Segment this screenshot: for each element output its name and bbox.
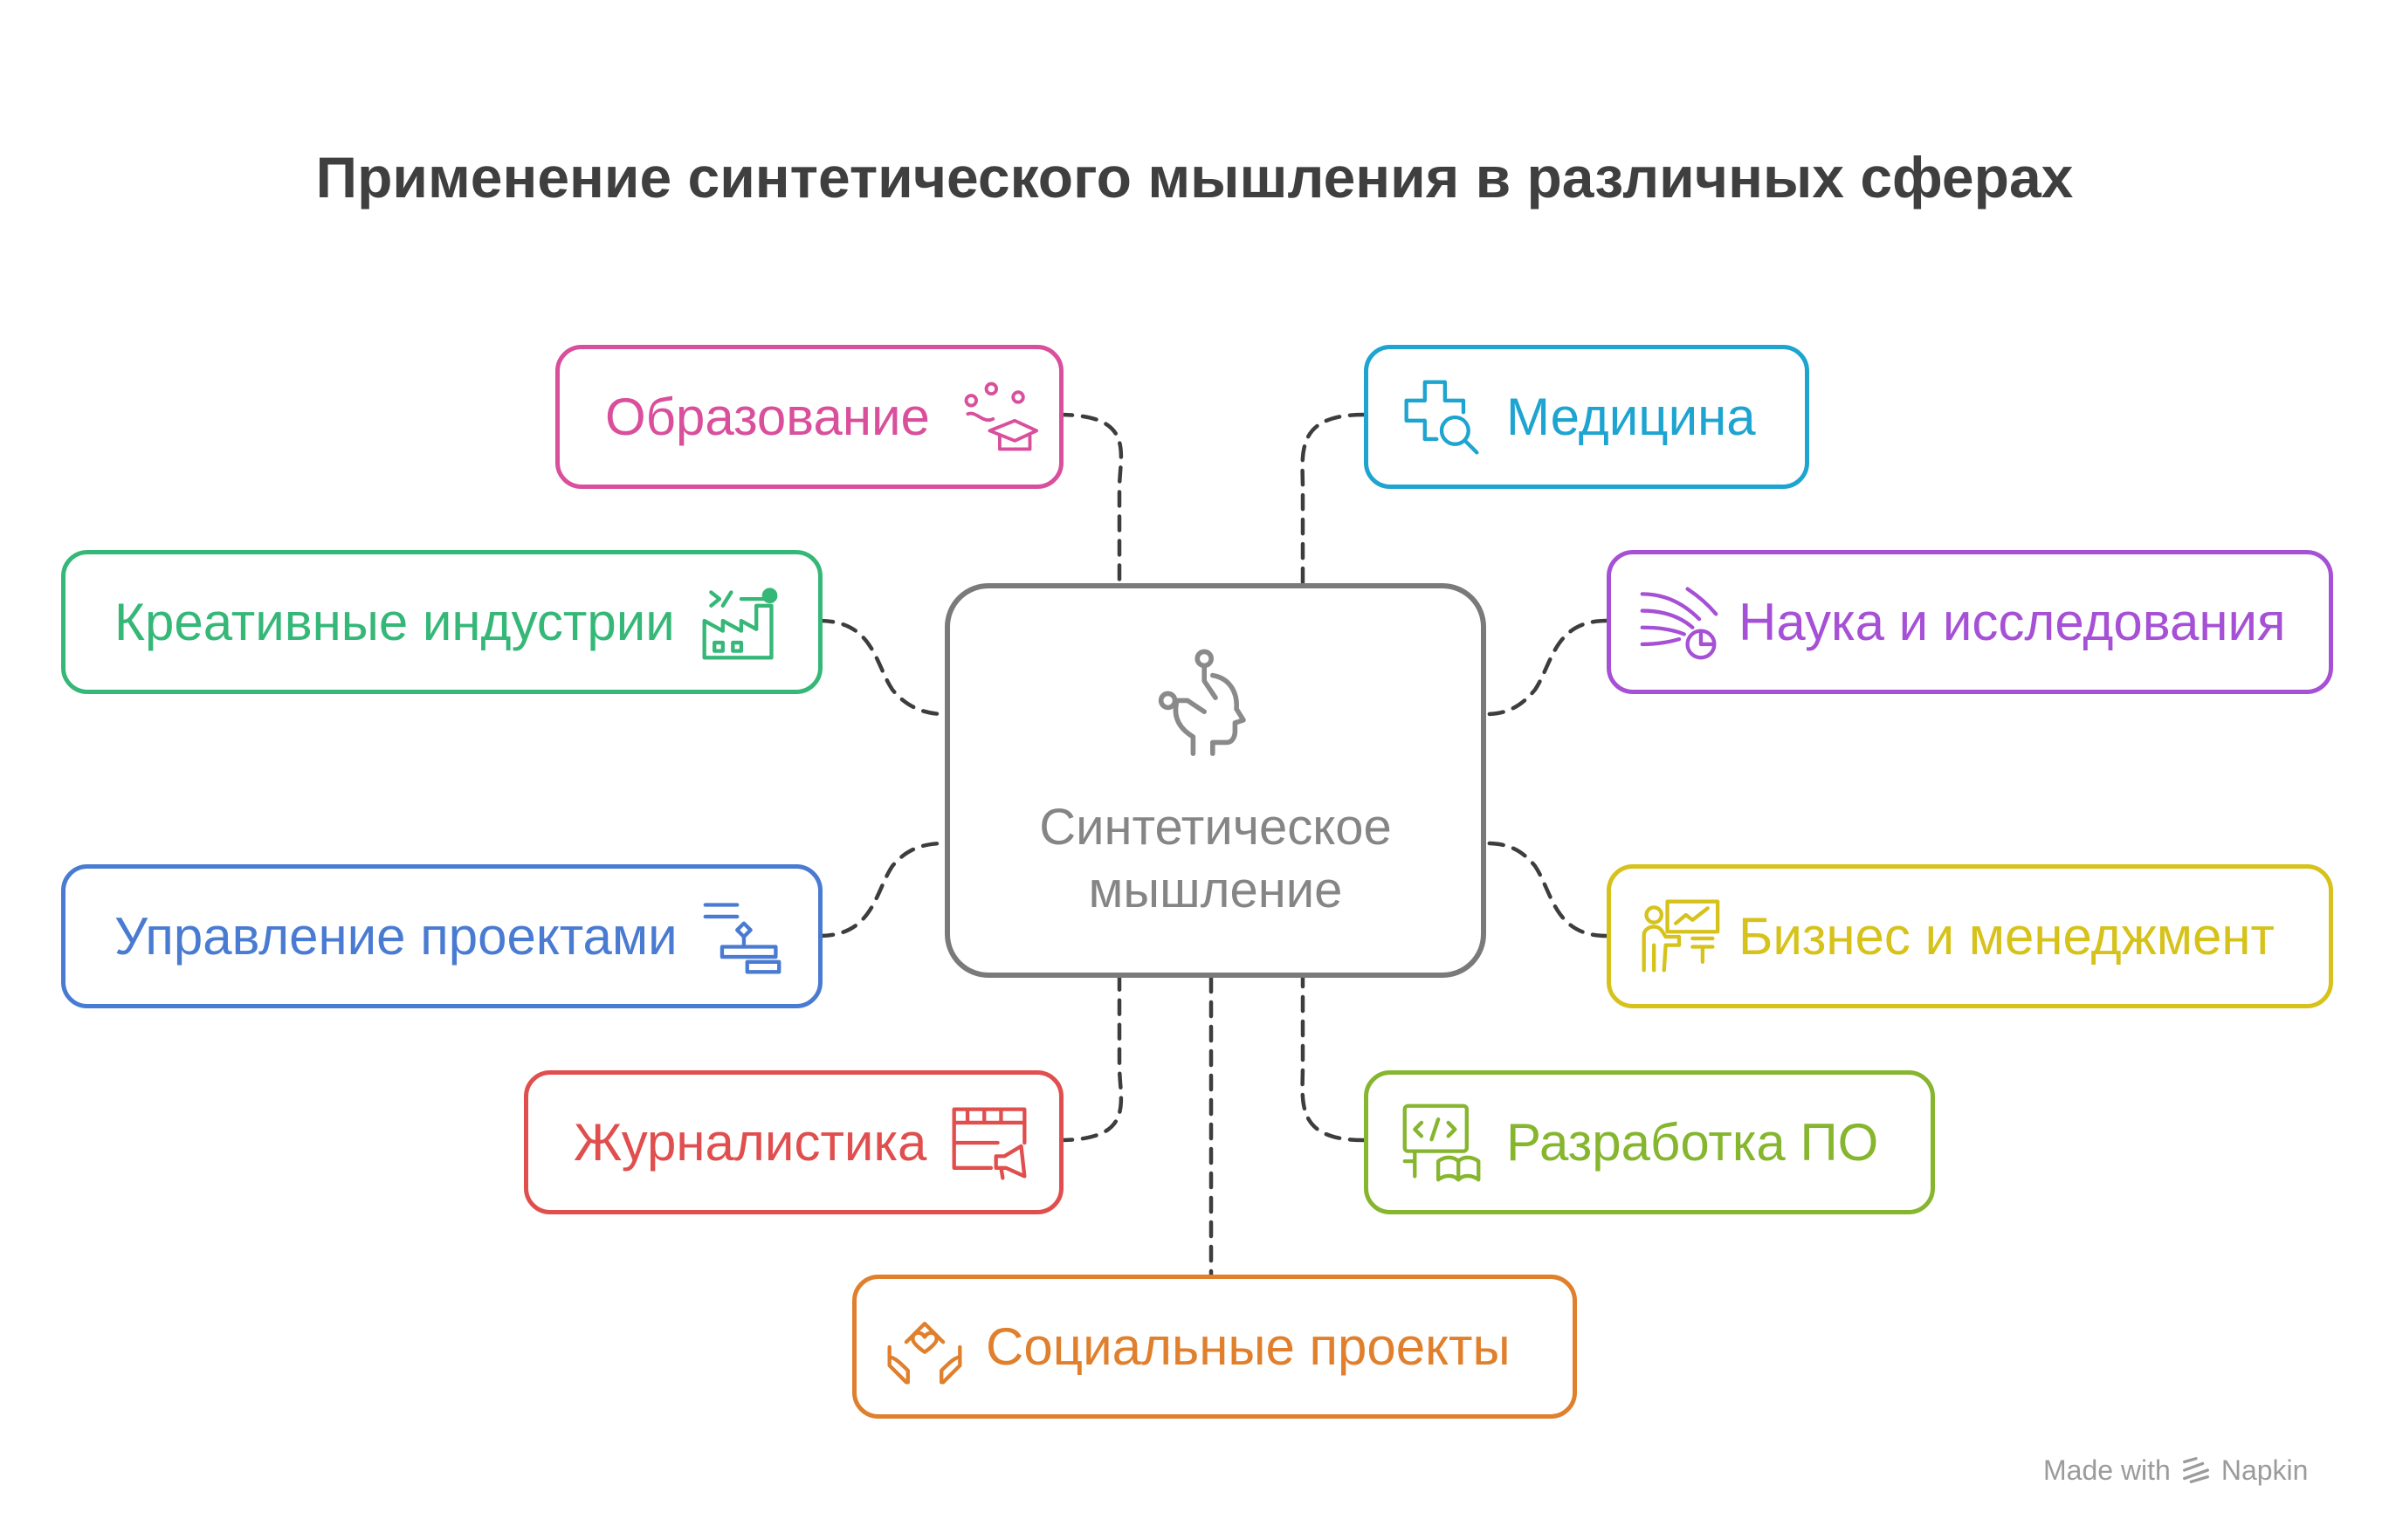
- node-medicine-label: Медицина: [1506, 388, 1756, 446]
- node-medicine: Медицина: [1364, 345, 1809, 489]
- node-journalism-label: Журналистика: [574, 1113, 927, 1172]
- credit-brand: Napkin: [2220, 1454, 2309, 1486]
- data-flow-icon: [1637, 581, 1721, 664]
- center-label: Синтетическое мышление: [1039, 799, 1392, 918]
- node-software: Разработка ПО: [1364, 1070, 1935, 1214]
- connector-science: [1484, 618, 1609, 717]
- head-nodes-icon: [1146, 639, 1285, 779]
- node-project-label: Управление проектами: [114, 907, 678, 966]
- factory-icon: [698, 581, 781, 664]
- connector-creative: [816, 618, 947, 717]
- megaphone-icon: [947, 1101, 1031, 1185]
- connector-project: [816, 841, 947, 938]
- heart-hands-icon: [883, 1305, 967, 1389]
- node-science: Наука и исследования: [1607, 550, 2333, 694]
- node-social-label: Социальные проекты: [986, 1317, 1511, 1376]
- credit: Made with Napkin: [2043, 1454, 2308, 1487]
- node-business: Бизнес и менеджмент: [1607, 864, 2333, 1008]
- credit-text: Made with: [2043, 1454, 2171, 1486]
- code-screen-icon: [1400, 1101, 1484, 1185]
- presenter-icon: [1637, 895, 1721, 979]
- node-education: Образование: [555, 345, 1064, 489]
- connector-software: [1300, 975, 1367, 1143]
- node-education-label: Образование: [605, 388, 930, 446]
- node-business-label: Бизнес и менеджмент: [1738, 907, 2275, 966]
- graduation-cap-icon: [956, 375, 1040, 459]
- napkin-logo-icon: [2179, 1454, 2213, 1487]
- medical-search-icon: [1400, 375, 1484, 459]
- page-title: Применение синтетического мышления в раз…: [315, 145, 2074, 210]
- connector-education: [1056, 412, 1124, 586]
- node-software-label: Разработка ПО: [1506, 1113, 1879, 1172]
- connector-business: [1484, 841, 1609, 938]
- node-science-label: Наука и исследования: [1738, 593, 2286, 651]
- node-creative: Креативные индустрии: [61, 550, 823, 694]
- connector-journalism: [1056, 975, 1124, 1143]
- center-node: Синтетическое мышление: [945, 583, 1486, 978]
- connector-medicine: [1300, 412, 1367, 586]
- node-creative-label: Креативные индустрии: [114, 593, 675, 651]
- node-social: Социальные проекты: [852, 1275, 1577, 1419]
- gantt-icon: [700, 895, 784, 979]
- node-project: Управление проектами: [61, 864, 823, 1008]
- node-journalism: Журналистика: [524, 1070, 1064, 1214]
